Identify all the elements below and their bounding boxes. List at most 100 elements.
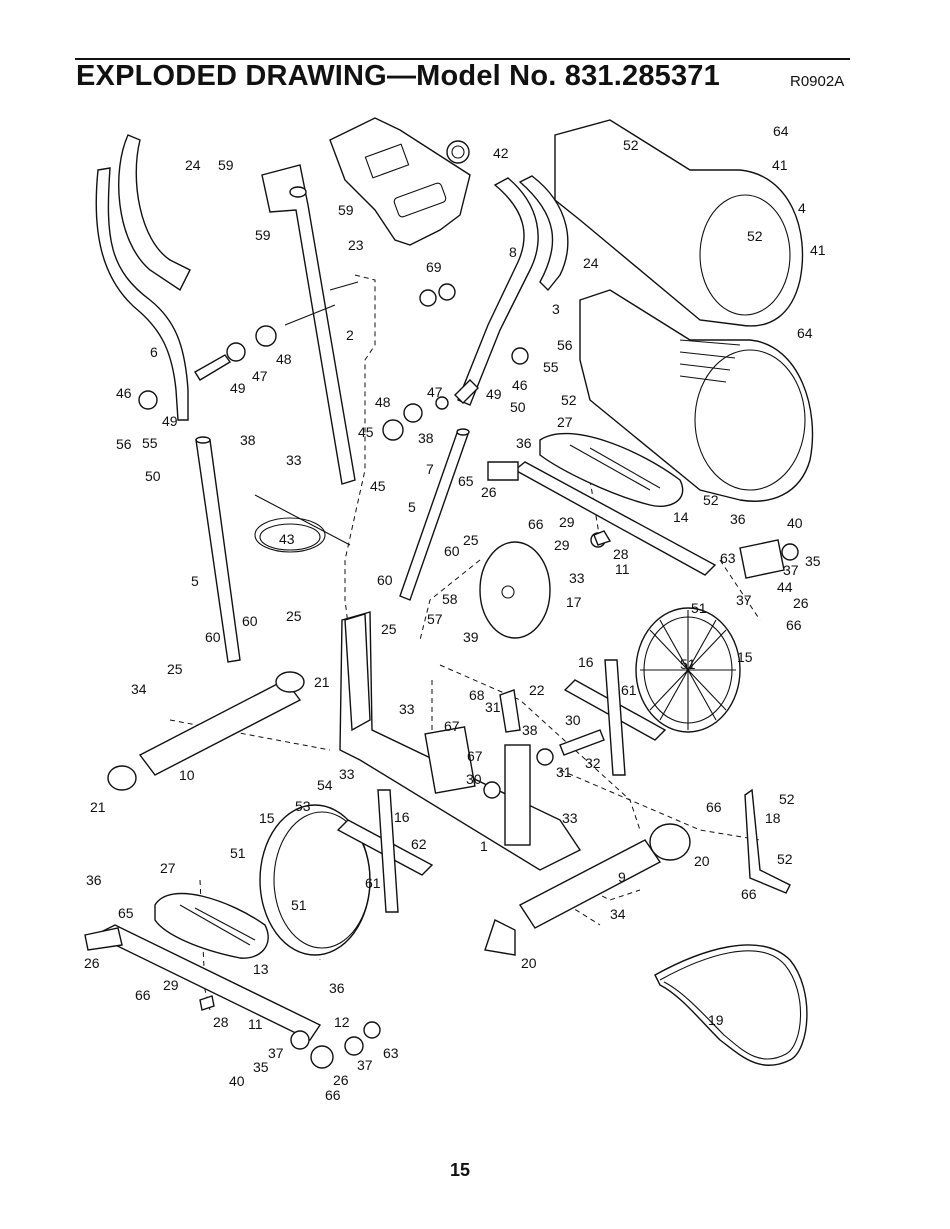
part-callout: 37 <box>783 562 799 578</box>
part-callout: 48 <box>375 394 391 410</box>
part-callout: 35 <box>253 1059 269 1075</box>
part-callout: 36 <box>730 511 746 527</box>
part-callout: 11 <box>615 561 630 577</box>
part-callout: 51 <box>230 845 246 861</box>
right-shroud <box>554 119 804 327</box>
page-title: EXPLODED DRAWING—Model No. 831.285371 <box>76 60 720 92</box>
part-callout: 12 <box>334 1014 350 1030</box>
part-callout: 7 <box>426 461 434 477</box>
part-callout: 33 <box>286 452 302 468</box>
part-callout: 29 <box>163 977 179 993</box>
part-callout: 55 <box>142 435 158 451</box>
hardware <box>84 283 799 1069</box>
part-callout: 49 <box>162 413 178 429</box>
part-callout: 49 <box>486 386 502 402</box>
part-callout: 40 <box>229 1073 245 1089</box>
part-callout: 52 <box>623 137 639 153</box>
part-callout: 56 <box>116 436 132 452</box>
part-callout: 62 <box>411 836 427 852</box>
part-callout: 51 <box>680 656 696 672</box>
part-callout: 68 <box>469 687 485 703</box>
part-callout: 61 <box>621 682 637 698</box>
part-callout: 6 <box>150 344 158 360</box>
part-callout: 65 <box>458 473 474 489</box>
part-callout: 20 <box>694 853 710 869</box>
part-callout: 5 <box>191 573 199 589</box>
part-callout: 25 <box>381 621 397 637</box>
part-callout: 35 <box>805 553 821 569</box>
part-callout: 34 <box>610 906 626 922</box>
part-callout: 15 <box>259 810 275 826</box>
left-pedal-arm <box>93 924 322 1041</box>
page-number: 15 <box>450 1160 471 1180</box>
part-callout: 67 <box>467 748 483 764</box>
left-shroud <box>579 289 814 502</box>
part-callout: 50 <box>510 399 526 415</box>
part-callout: 69 <box>426 259 442 275</box>
part-callout: 37 <box>357 1057 373 1073</box>
part-callout: 34 <box>131 681 147 697</box>
console <box>329 117 471 246</box>
part-callout: 38 <box>418 430 434 446</box>
part-callout: 44 <box>777 579 793 595</box>
part-callout: 60 <box>205 629 221 645</box>
part-callout: 52 <box>561 392 577 408</box>
part-callout: 3 <box>552 301 560 317</box>
part-callout: 30 <box>565 712 581 728</box>
part-callout: 40 <box>787 515 803 531</box>
part-callout: 59 <box>255 227 271 243</box>
part-callout: 26 <box>481 484 497 500</box>
part-callout: 46 <box>512 377 528 393</box>
part-callout: 37 <box>268 1045 284 1061</box>
part-callout: 33 <box>339 766 355 782</box>
rear-stabilizer-tube <box>484 823 691 956</box>
part-callout: 66 <box>325 1087 341 1103</box>
part-callout: 25 <box>167 661 183 677</box>
part-callout: 58 <box>442 591 458 607</box>
part-callout: 33 <box>569 570 585 586</box>
part-callout: 48 <box>276 351 292 367</box>
part-callout: 1 <box>480 838 488 854</box>
part-callout: 43 <box>279 531 295 547</box>
part-callout: 56 <box>557 337 573 353</box>
part-callout: 24 <box>185 157 201 173</box>
drawing-code: R0902A <box>790 73 845 90</box>
part-callout: 57 <box>427 611 443 627</box>
part-callout: 47 <box>252 368 268 384</box>
part-callout: 8 <box>509 244 517 260</box>
right-lower-leg <box>399 428 470 601</box>
part-callout: 31 <box>485 699 501 715</box>
part-callout: 65 <box>118 905 134 921</box>
part-callout: 28 <box>613 546 629 562</box>
part-callout: 23 <box>348 237 364 253</box>
part-callout: 64 <box>773 123 789 139</box>
part-callout: 61 <box>365 875 381 891</box>
part-callout: 66 <box>135 987 151 1003</box>
part-callout: 25 <box>286 608 302 624</box>
part-callout: 39 <box>463 629 479 645</box>
part-callout: 11 <box>248 1016 263 1032</box>
part-callout: 59 <box>218 157 234 173</box>
left-pedal <box>154 892 269 959</box>
part-callout: 26 <box>793 595 809 611</box>
part-callout: 4 <box>798 200 806 216</box>
part-callout: 45 <box>358 424 374 440</box>
pulley <box>479 541 551 639</box>
part-callout: 52 <box>703 492 719 508</box>
part-callout: 20 <box>521 955 537 971</box>
tension-cable <box>254 494 351 553</box>
part-callout: 28 <box>213 1014 229 1030</box>
part-callout: 66 <box>741 886 757 902</box>
part-callout: 2 <box>346 327 354 343</box>
part-callout: 60 <box>444 543 460 559</box>
part-callout: 49 <box>230 380 246 396</box>
part-callout: 54 <box>317 777 333 793</box>
part-callout: 10 <box>179 767 195 783</box>
part-callout: 18 <box>765 810 781 826</box>
part-callout: 26 <box>333 1072 349 1088</box>
front-stabilizer <box>336 789 434 913</box>
part-callout: 29 <box>554 537 570 553</box>
part-callout: 21 <box>314 674 330 690</box>
